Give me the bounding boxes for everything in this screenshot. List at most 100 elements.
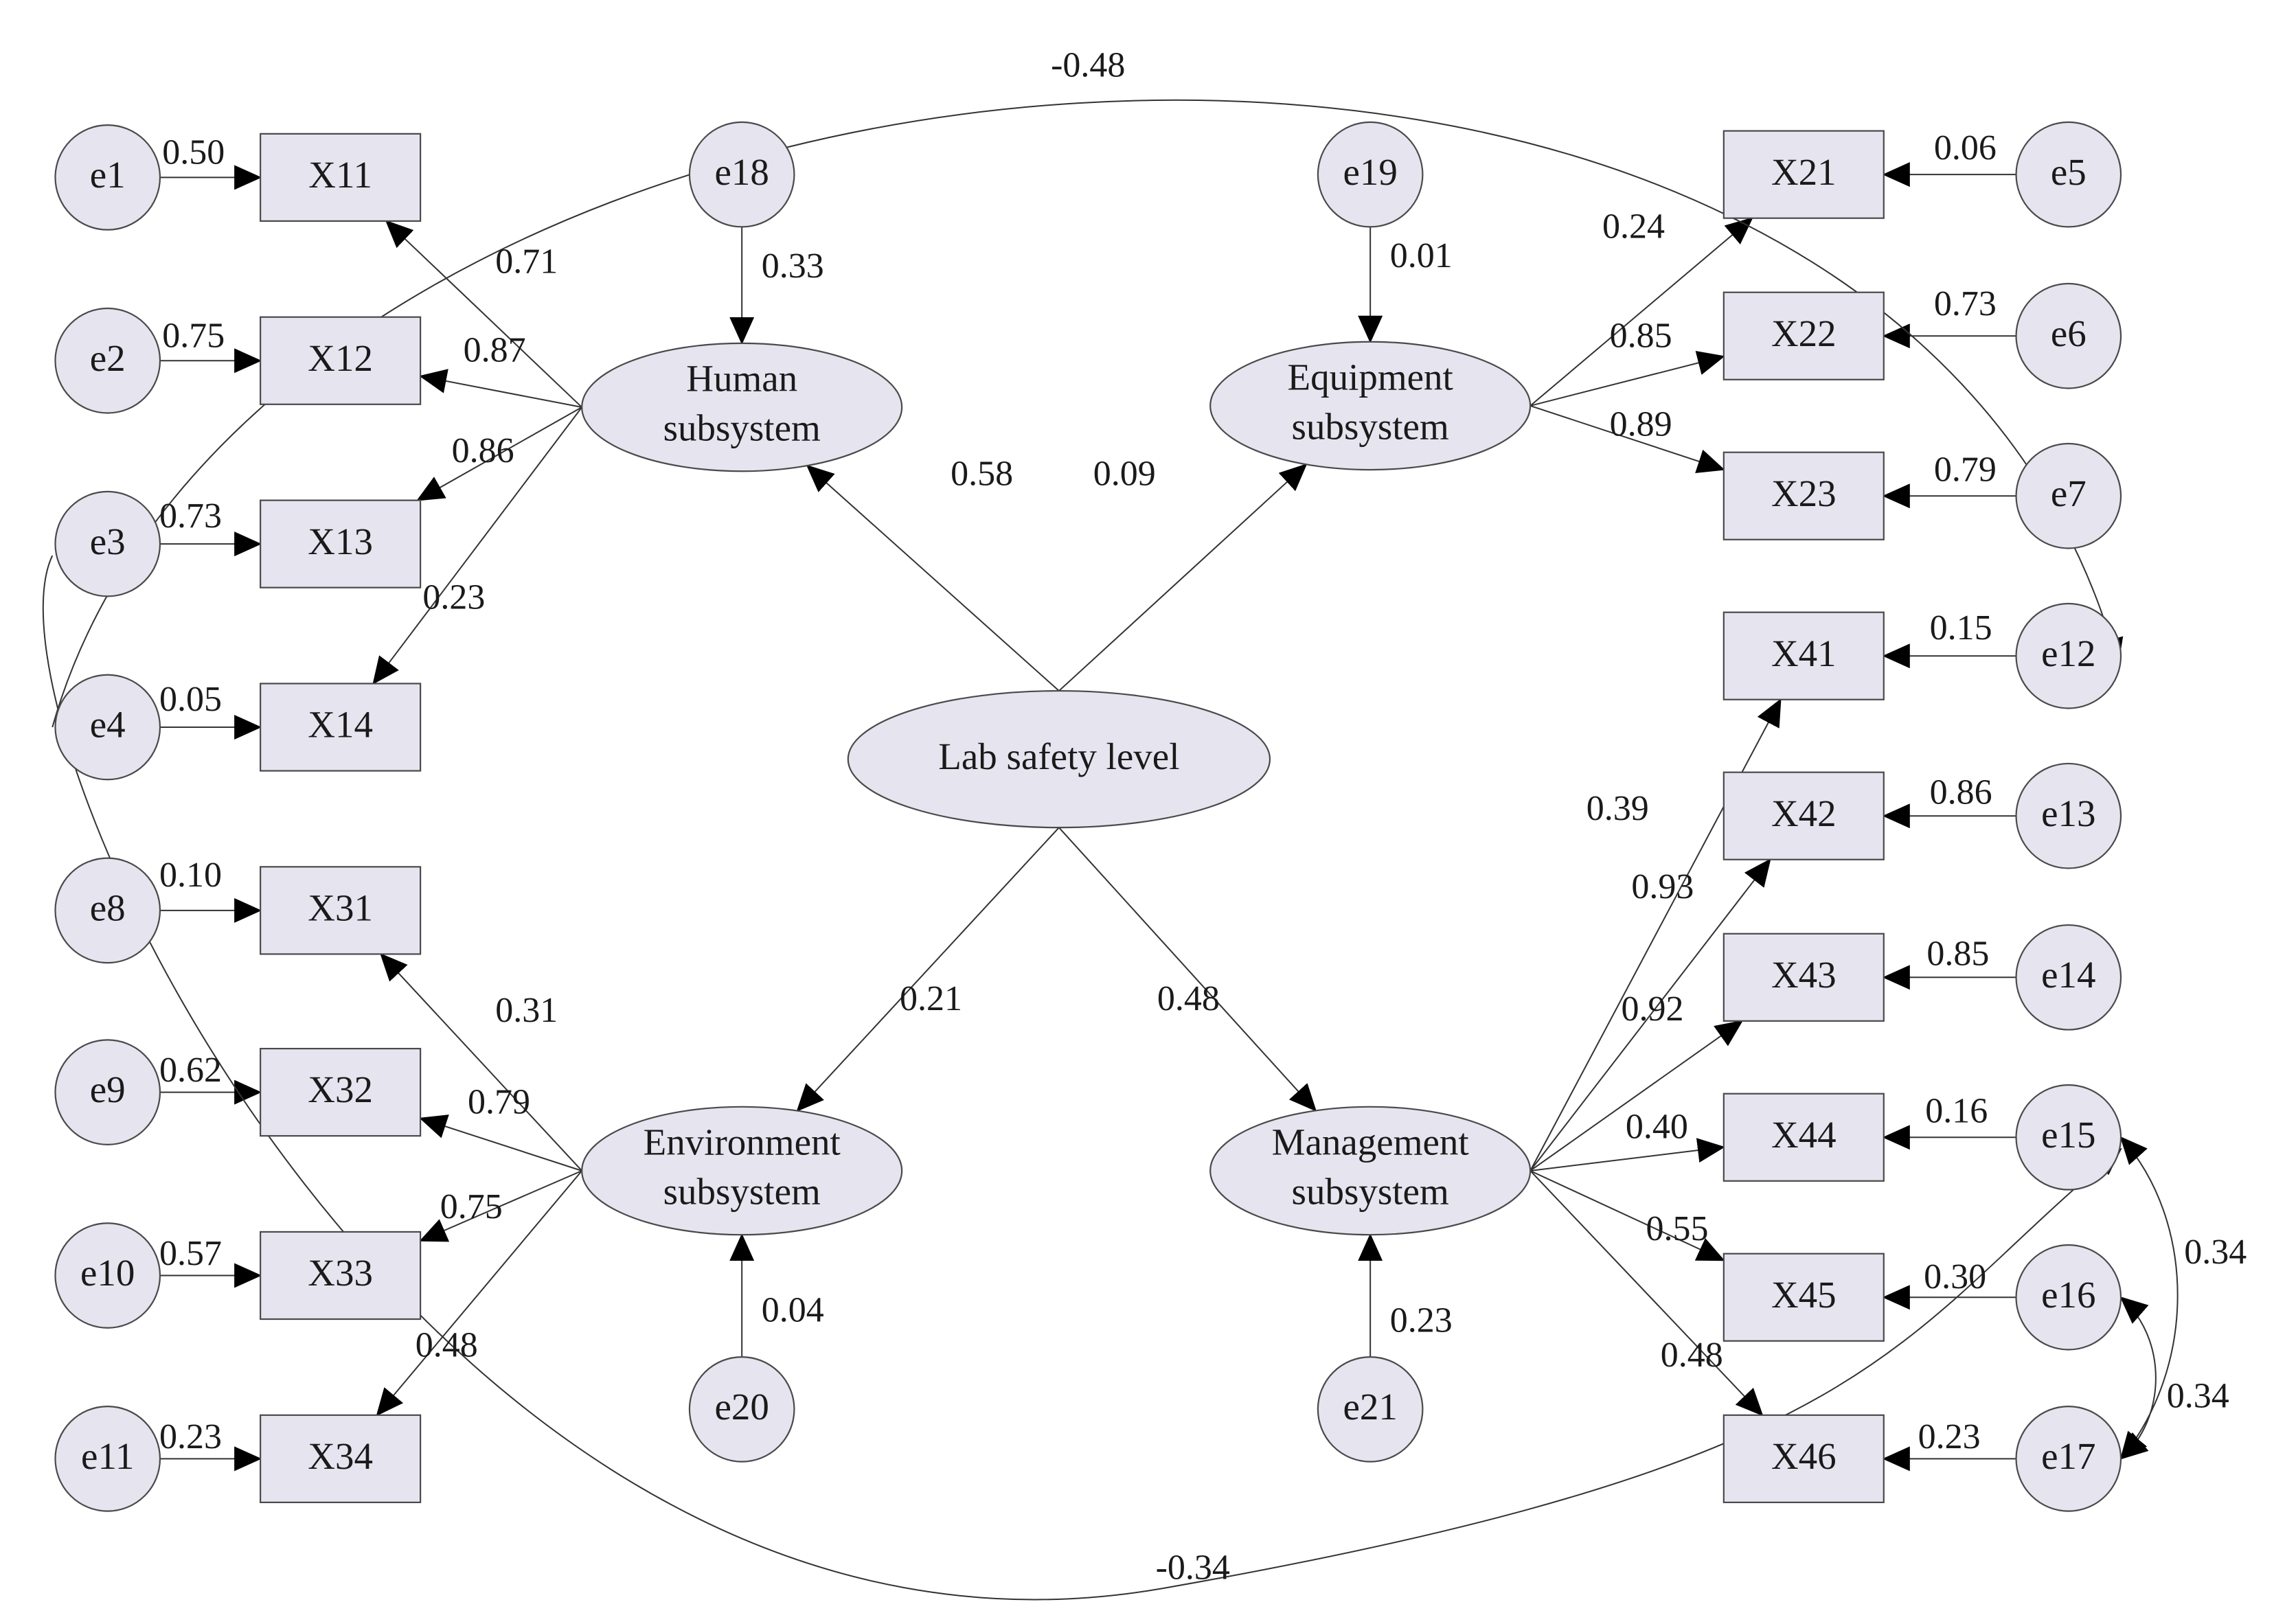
covariance-e16-e17 xyxy=(2119,1296,2157,1460)
error-term-circle xyxy=(2015,602,2122,709)
node-e10: e10 xyxy=(54,1222,161,1329)
coefficient-label: 0.87 xyxy=(464,331,526,370)
error-term-circle xyxy=(54,674,161,781)
covariance-e4-e12 xyxy=(52,100,2124,728)
node-label: Equipment xyxy=(1287,356,1453,398)
node-label: Management xyxy=(1272,1121,1469,1163)
coefficient-label: 0.79 xyxy=(1934,450,1997,489)
coefficient-label: -0.34 xyxy=(1156,1548,1230,1587)
path-lab-management xyxy=(1058,827,1317,1112)
node-x44: X44 xyxy=(1722,1093,1885,1182)
path-management-X44 xyxy=(1530,1138,1725,1171)
path-human-X13 xyxy=(416,407,582,501)
node-e16: e16 xyxy=(2015,1244,2122,1351)
observed-variable-box xyxy=(260,316,422,405)
node-label: e6 xyxy=(2051,312,2087,354)
node-e6: e6 xyxy=(2015,282,2122,389)
coefficient-label: 0.10 xyxy=(159,856,222,895)
coefficient-label: 0.23 xyxy=(159,1417,222,1456)
error-term-circle xyxy=(54,307,161,414)
node-label: X12 xyxy=(308,337,373,379)
node-label: X45 xyxy=(1771,1274,1837,1316)
coefficient-label: 0.71 xyxy=(495,242,558,281)
observed-variable-box xyxy=(260,866,422,955)
node-e15: e15 xyxy=(2015,1084,2122,1191)
error-term-circle xyxy=(54,1222,161,1329)
path-equipment-X22 xyxy=(1530,350,1725,407)
node-e7: e7 xyxy=(2015,442,2122,549)
coefficient-label: 0.85 xyxy=(1610,316,1672,355)
error-term-circle xyxy=(2015,1084,2122,1191)
error-term-circle xyxy=(54,1039,161,1145)
path-lab-human xyxy=(806,464,1060,691)
coefficient-label: 0.62 xyxy=(159,1051,222,1090)
node-label: e7 xyxy=(2051,472,2087,514)
node-e8: e8 xyxy=(54,857,161,964)
node-label: Environment xyxy=(644,1121,841,1163)
coefficient-label: 0.86 xyxy=(1930,773,1992,812)
coefficient-label: 0.34 xyxy=(2167,1376,2229,1415)
error-term-circle xyxy=(2015,442,2122,549)
path-environment-X33 xyxy=(419,1170,582,1242)
node-e12: e12 xyxy=(2015,602,2122,709)
node-x33: X33 xyxy=(260,1231,422,1320)
coefficient-label: 0.33 xyxy=(762,247,824,286)
node-e5: e5 xyxy=(2015,121,2122,228)
error-term-circle xyxy=(2015,1406,2122,1512)
path-environment-X31 xyxy=(380,952,582,1171)
node-label: e21 xyxy=(1343,1386,1397,1428)
coefficient-label: 0.75 xyxy=(162,316,225,355)
path-lab-environment xyxy=(796,827,1060,1112)
nodes-layer: e1e2e3e4e8e9e10e11X11X12X13X14X31X32X33X… xyxy=(54,121,2122,1512)
path-human-X14 xyxy=(372,407,582,685)
latent-variable-ellipse xyxy=(1209,1106,1532,1236)
node-x45: X45 xyxy=(1722,1253,1885,1342)
node-x43: X43 xyxy=(1722,933,1885,1022)
edges-layer xyxy=(42,100,2179,1601)
node-label: Human xyxy=(686,358,797,400)
node-label: X33 xyxy=(308,1252,373,1294)
node-label: e12 xyxy=(2041,632,2095,674)
node-x31: X31 xyxy=(260,866,422,955)
node-label: Lab safety level xyxy=(938,735,1179,777)
node-label: X11 xyxy=(308,154,372,196)
node-x34: X34 xyxy=(260,1414,422,1503)
observed-variable-box xyxy=(260,683,422,772)
coefficient-label: 0.48 xyxy=(1157,979,1220,1018)
node-e19: e19 xyxy=(1317,121,1424,228)
node-e3: e3 xyxy=(54,490,161,597)
node-e18: e18 xyxy=(688,121,795,228)
coefficient-label: 0.93 xyxy=(1631,867,1694,906)
node-label: X22 xyxy=(1771,312,1837,354)
path-management-X46 xyxy=(1530,1170,1764,1417)
node-label: e10 xyxy=(80,1252,135,1294)
node-label: X21 xyxy=(1771,151,1837,193)
node-lab: Lab safety level xyxy=(847,689,1271,829)
error-term-circle xyxy=(2015,1244,2122,1351)
node-e14: e14 xyxy=(2015,924,2122,1031)
node-x32: X32 xyxy=(260,1047,422,1137)
error-term-circle xyxy=(54,1406,161,1512)
node-label: e17 xyxy=(2041,1435,2095,1477)
node-e21: e21 xyxy=(1317,1356,1424,1463)
node-label: e4 xyxy=(90,704,126,746)
coefficient-label: 0.86 xyxy=(452,431,514,470)
coefficient-label: 0.48 xyxy=(416,1325,478,1364)
node-x23: X23 xyxy=(1722,451,1885,540)
node-label: X46 xyxy=(1771,1435,1837,1477)
coefficient-label: 0.57 xyxy=(159,1234,222,1273)
labels-layer: 0.500.750.730.050.100.620.570.230.710.87… xyxy=(159,45,2247,1587)
node-x42: X42 xyxy=(1722,771,1885,860)
node-label: e2 xyxy=(90,337,126,379)
observed-variable-box xyxy=(1722,1253,1885,1342)
path-management-X43 xyxy=(1530,1020,1744,1171)
coefficient-label: 0.24 xyxy=(1602,207,1665,247)
error-term-circle xyxy=(2015,282,2122,389)
node-e13: e13 xyxy=(2015,762,2122,869)
latent-variable-ellipse xyxy=(581,342,903,472)
coefficient-label: 0.09 xyxy=(1093,455,1156,494)
coefficient-label: 0.16 xyxy=(1925,1091,1988,1130)
path-management-X45 xyxy=(1530,1170,1725,1261)
coefficient-label: 0.34 xyxy=(2184,1233,2247,1272)
